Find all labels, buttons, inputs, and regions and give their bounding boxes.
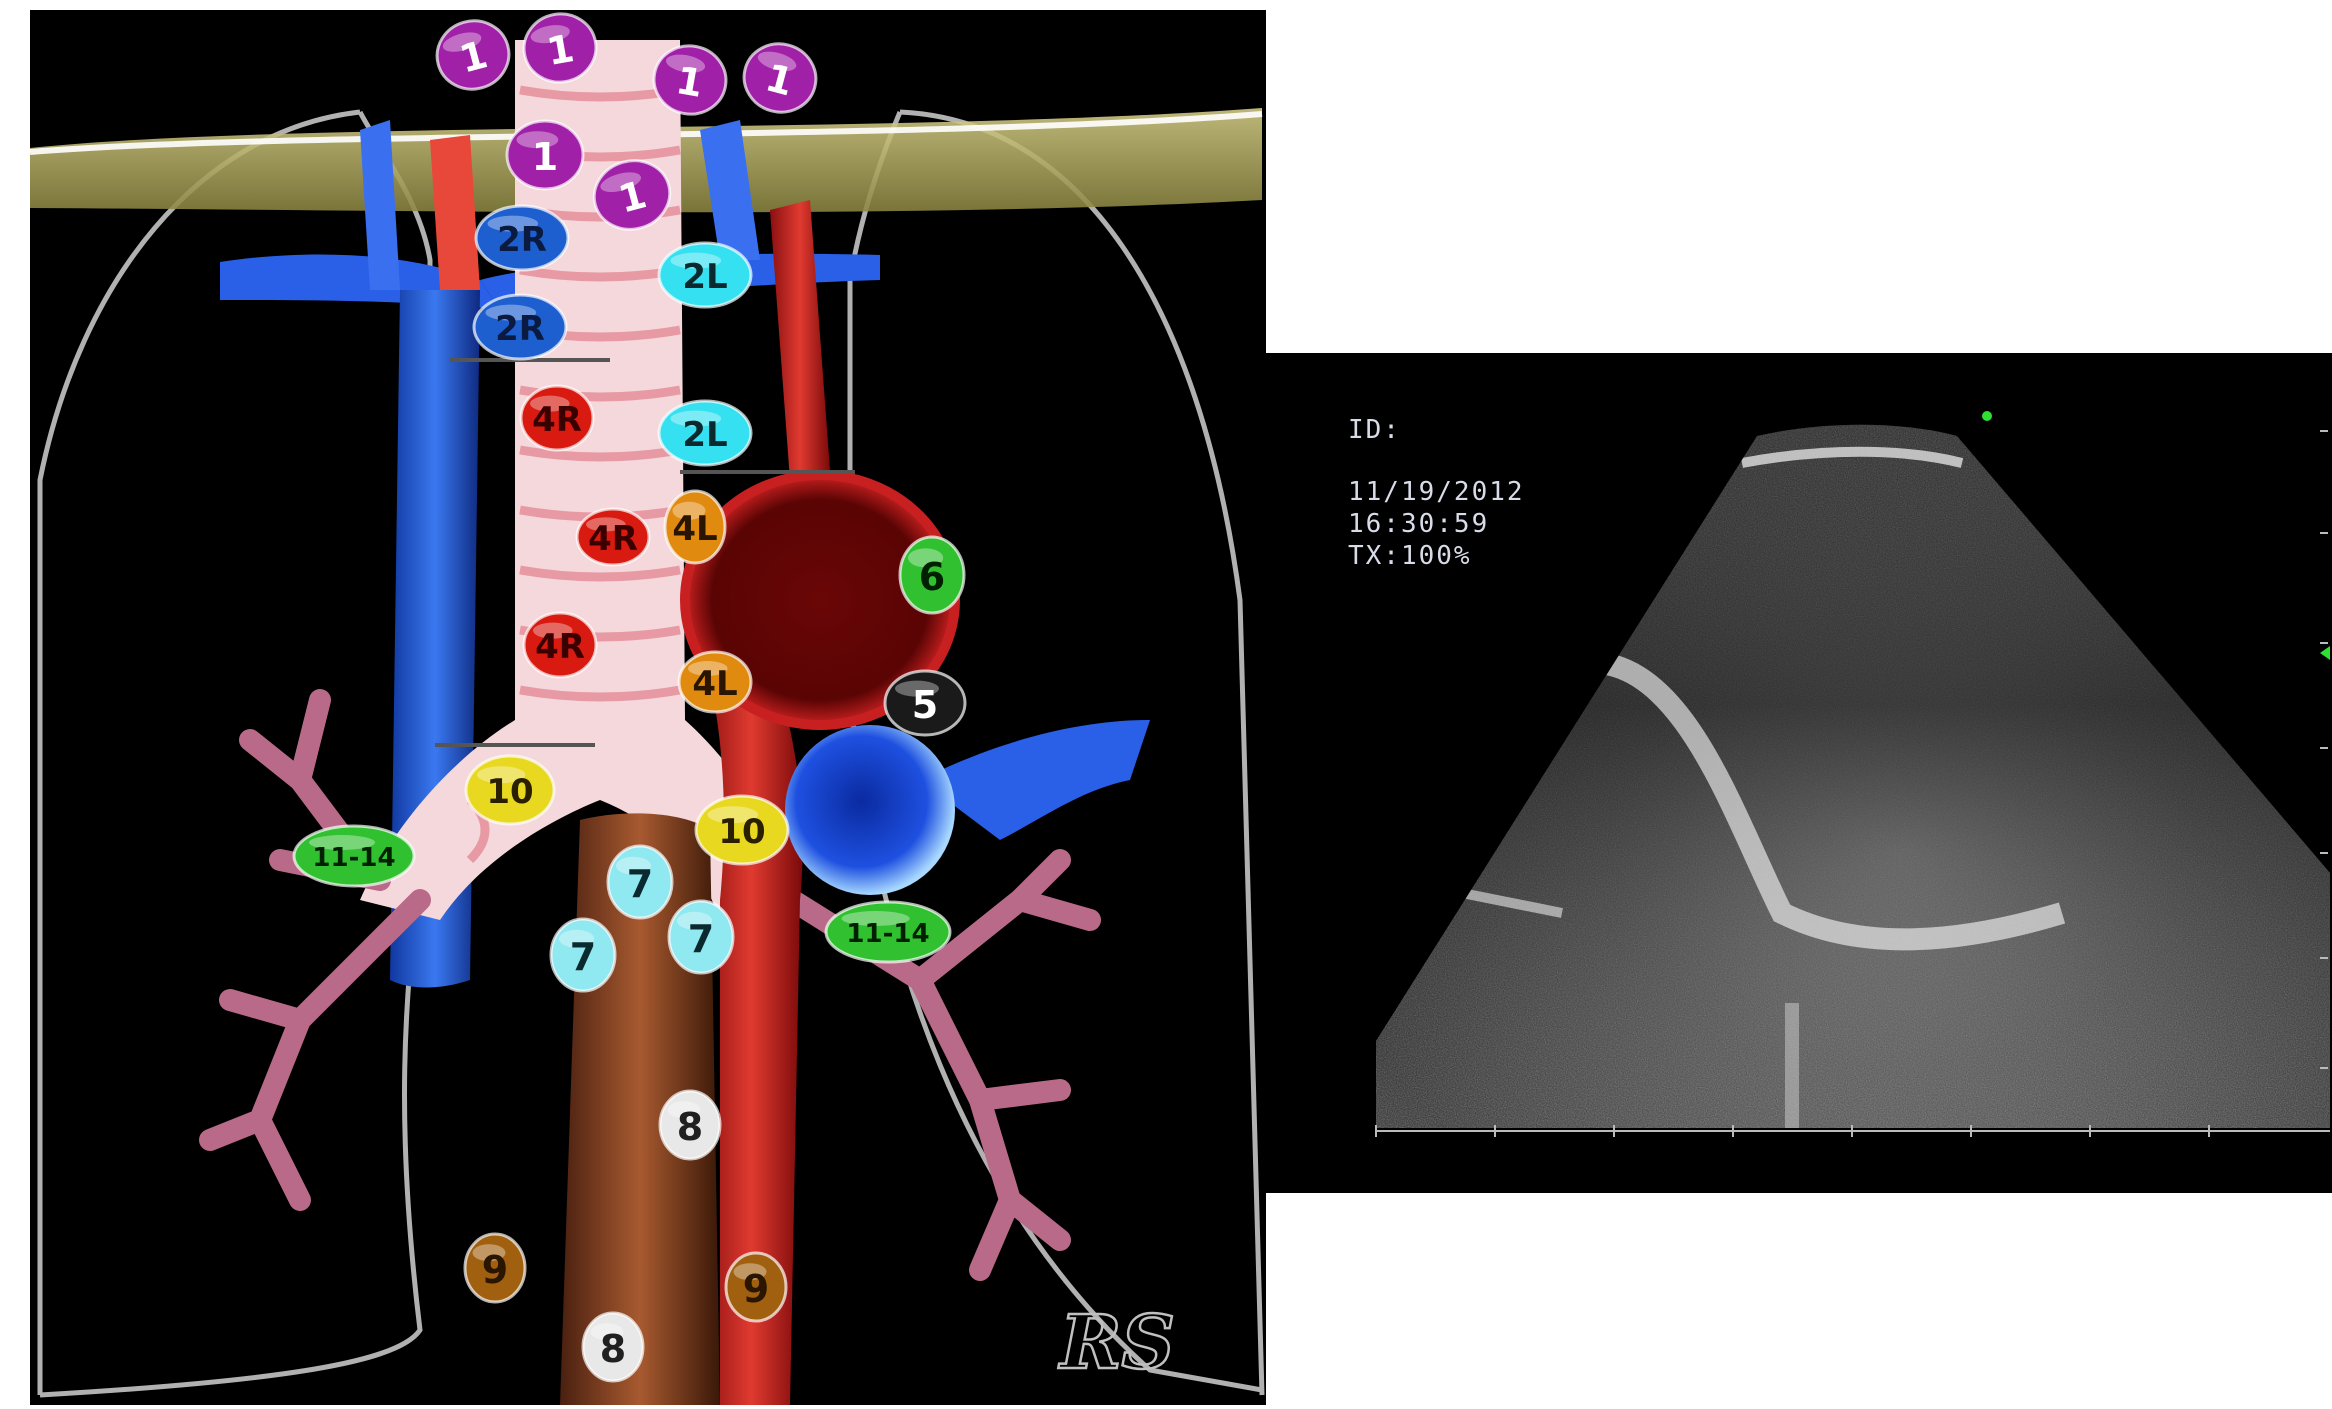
station-node-label: 4L [692, 664, 737, 704]
station-node-2r: 2R [476, 206, 568, 270]
station-node-2l: 2L [659, 243, 751, 307]
station-node-9: 9 [726, 1253, 786, 1321]
station-node-7: 7 [608, 846, 672, 918]
ultrasound-image: ID: 11/19/2012 16:30:59 TX:100% [1262, 353, 2332, 1193]
station-node-1: 1 [507, 121, 583, 189]
station-node-label: 10 [486, 772, 533, 812]
station-node-label: 2L [682, 415, 727, 455]
station-node-5: 5 [885, 671, 965, 735]
station-node-7: 7 [669, 901, 733, 973]
station-node-4r: 4R [524, 613, 596, 677]
exam-date: 11/19/2012 [1348, 477, 1525, 507]
station-node-8: 8 [583, 1313, 643, 1381]
exam-time: 16:30:59 [1348, 509, 1489, 539]
station-node-label: 9 [743, 1267, 769, 1311]
signature-text: RS [1058, 1300, 1175, 1386]
orientation-marker [1982, 411, 1992, 421]
station-node-6: 6 [900, 537, 964, 613]
station-node-label: 2L [682, 257, 727, 297]
station-node-10: 10 [696, 796, 788, 864]
station-node-4l: 4L [679, 652, 751, 712]
patient-id-label: ID: [1348, 415, 1401, 445]
station-node-label: 11-14 [312, 843, 395, 873]
station-node-label: 8 [677, 1105, 703, 1149]
station-node-4r: 4R [577, 509, 649, 565]
station-node-9: 9 [465, 1234, 525, 1302]
station-node-label: 1 [532, 135, 558, 179]
station-node-4r: 4R [521, 386, 593, 450]
station-node-label: 2R [495, 309, 545, 349]
ultrasound-sector [1362, 413, 2332, 1143]
station-node-label: 2R [497, 220, 547, 260]
station-node-label: 7 [627, 862, 653, 906]
station-node-label: 10 [718, 812, 765, 852]
station-node-11-14: 11-14 [294, 826, 414, 886]
diagram-canvas: 1111112R2R2L2L4R4R4R4L4L56101011-1411-14… [0, 0, 1268, 1405]
station-node-8: 8 [660, 1091, 720, 1159]
station-node-label: 8 [600, 1327, 626, 1371]
transmit-power: TX:100% [1348, 541, 1472, 571]
station-node-2l: 2L [659, 401, 751, 465]
focus-marker [2320, 646, 2330, 660]
station-node-label: 5 [912, 683, 938, 727]
station-node-label: 4R [535, 627, 585, 667]
station-node-10: 10 [466, 756, 554, 824]
station-node-label: 9 [482, 1248, 508, 1292]
station-node-label: 7 [570, 935, 596, 979]
station-node-4l: 4L [665, 491, 725, 563]
station-node-11-14: 11-14 [826, 902, 950, 962]
station-node-label: 6 [919, 555, 945, 599]
station-node-label: 4R [588, 519, 638, 559]
station-node-label: 7 [688, 917, 714, 961]
station-node-label: 4R [532, 400, 582, 440]
station-node-2r: 2R [474, 295, 566, 359]
station-node-label: 4L [672, 509, 717, 549]
station-node-7: 7 [551, 919, 615, 991]
station-node-label: 11-14 [846, 919, 929, 949]
